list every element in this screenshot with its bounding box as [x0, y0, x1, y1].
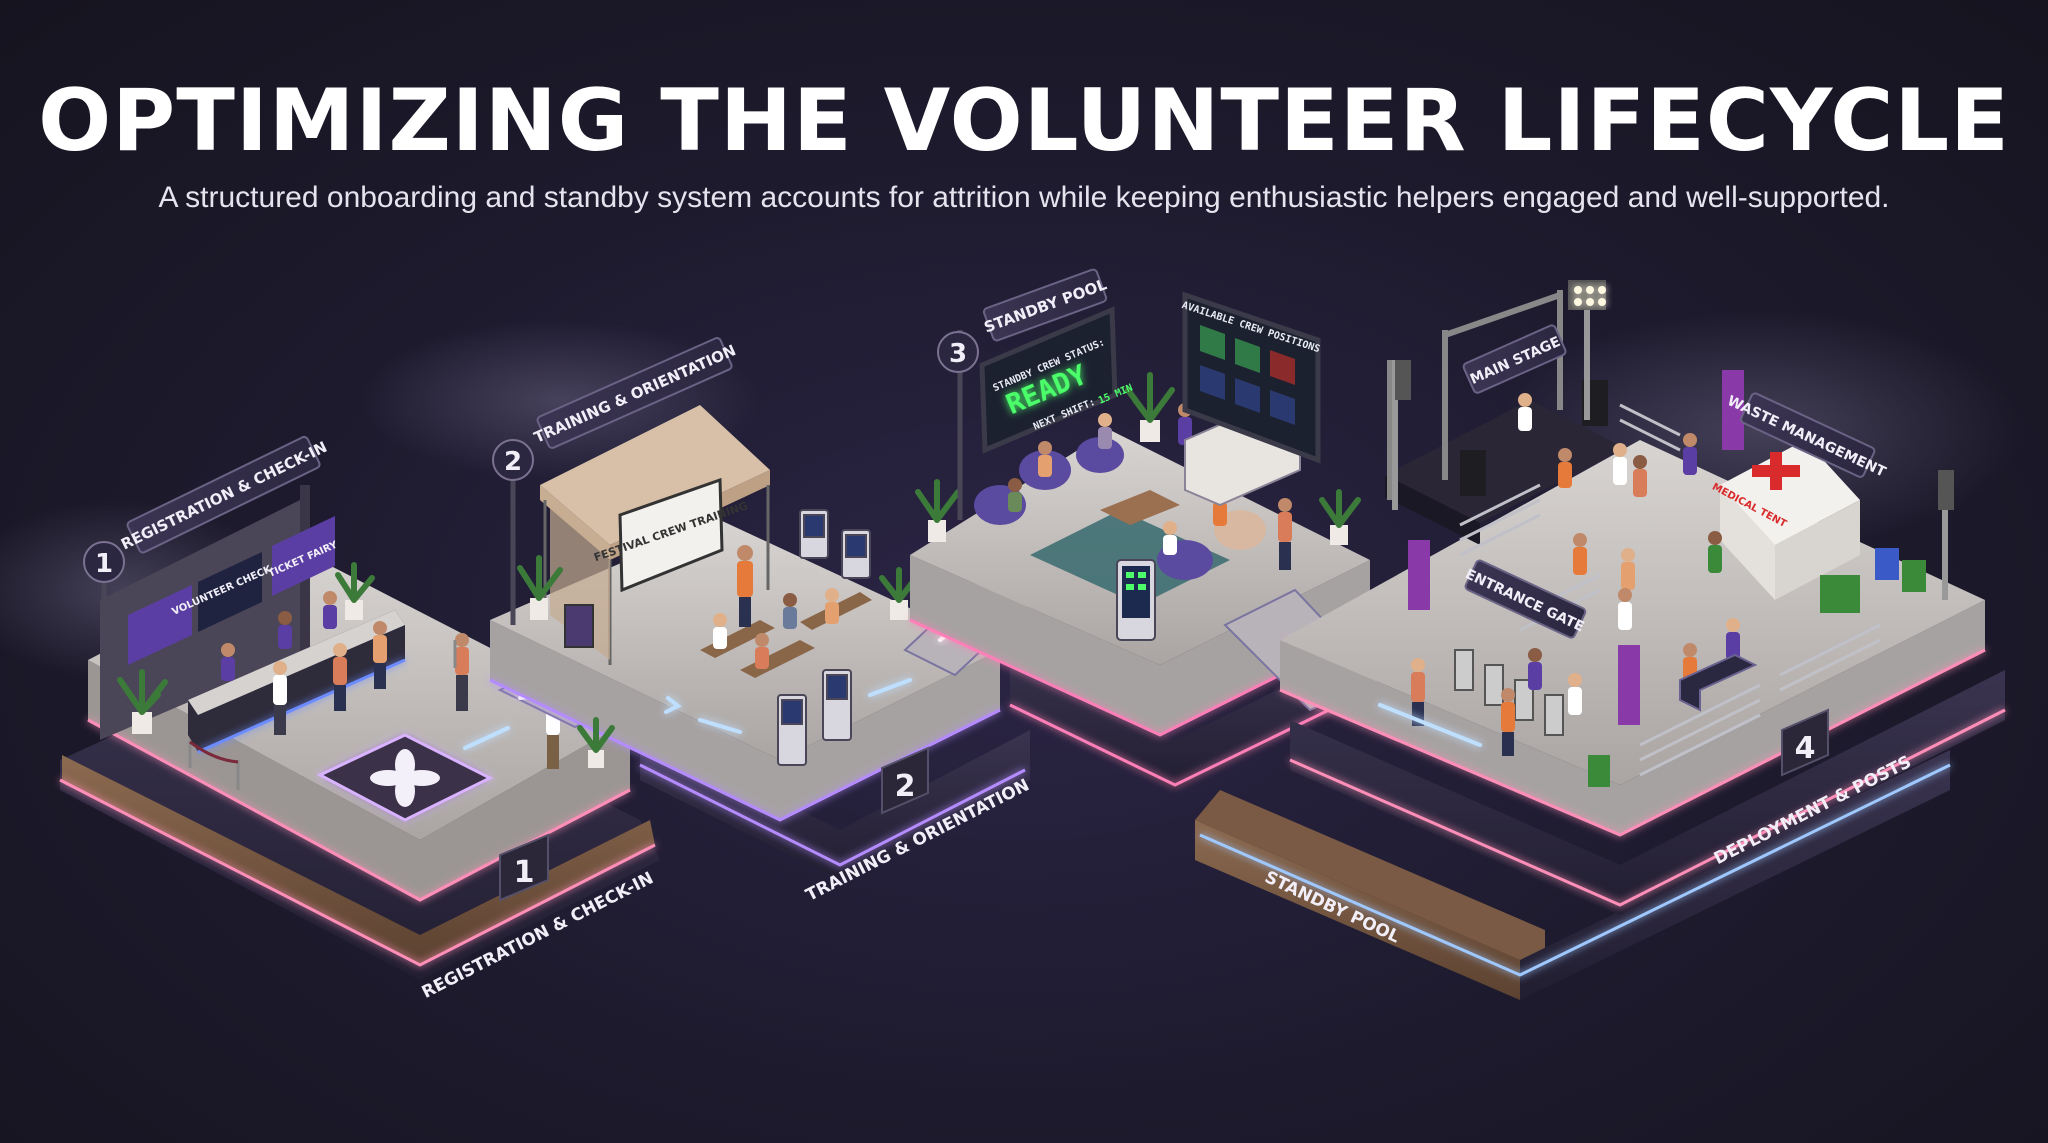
page-title: OPTIMIZING THE VOLUNTEER LIFECYCLE: [38, 71, 2010, 171]
plant-icon: [1319, 489, 1361, 545]
crowd-barriers: [1459, 403, 1881, 777]
trainee-group: [713, 545, 839, 669]
available-positions-board: AVAILABLE CREW POSITIONS: [1180, 291, 1321, 464]
plant-icon: [915, 479, 961, 542]
ticket-fairy-banner-left: [128, 585, 192, 665]
page-subtitle: A structured onboarding and standby syst…: [158, 181, 1890, 214]
light-tower-icon: [1938, 470, 1954, 600]
plant-icon: [1125, 372, 1175, 442]
platform-training: FESTIVAL CREW TRAINING: [463, 337, 1033, 906]
platform-deployment: MEDICAL TENT: [1195, 280, 2006, 1000]
svg-text:1: 1: [95, 549, 113, 579]
light-tower-icon: [1392, 360, 1411, 510]
deployed-crew: [1411, 393, 1740, 756]
svg-text:2: 2: [895, 769, 916, 804]
plant-icon: [517, 555, 563, 620]
light-tower-icon: [1568, 280, 1606, 420]
svg-text:4: 4: [1795, 731, 1816, 766]
medical-tent: MEDICAL TENT: [1710, 440, 1860, 600]
kiosk-group: [777, 509, 871, 766]
ticket-fairy-banner-right: TICKET FAIRY: [267, 516, 340, 596]
festival-banner: [1408, 370, 1744, 725]
svg-text:2: 2: [504, 447, 522, 477]
plant-icon: [117, 669, 168, 734]
plant-icon: [335, 562, 375, 620]
plant-icon: [577, 717, 615, 768]
svg-text:3: 3: [949, 339, 967, 369]
standby-status-screen: STANDBY CREW STATUS: READY NEXT SHIFT: 1…: [957, 306, 1134, 520]
recycling-bin-icon: [1588, 548, 1926, 787]
main-stage: [1385, 290, 1625, 545]
turnstile-group: [1454, 649, 1564, 736]
svg-text:1: 1: [514, 855, 535, 890]
flow-arrow-icon: [463, 678, 912, 750]
